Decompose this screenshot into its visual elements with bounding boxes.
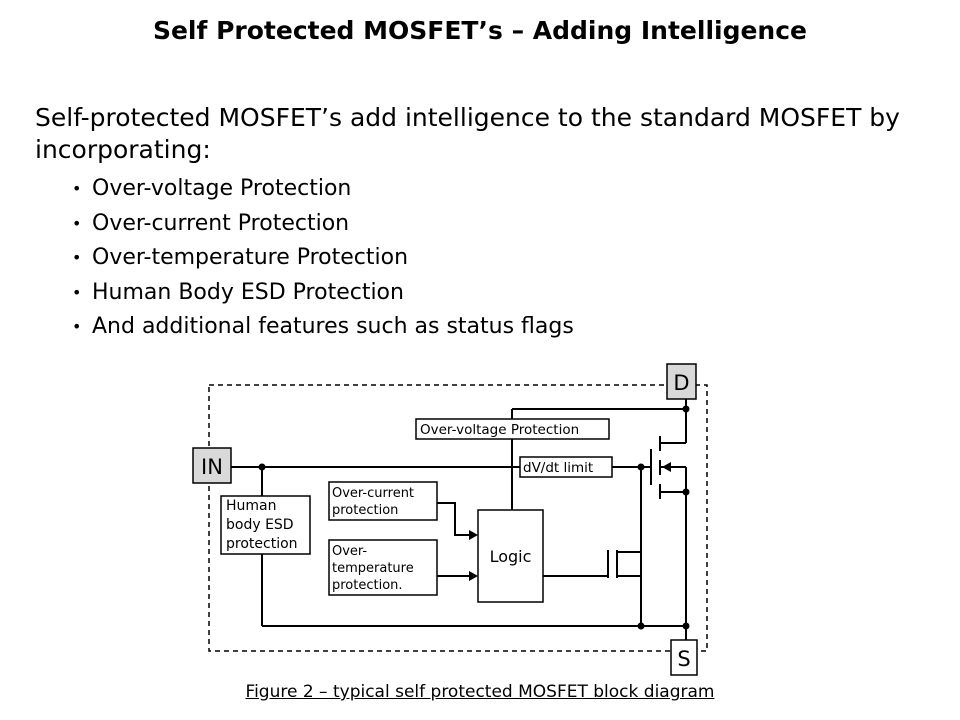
pin-input: IN	[192, 447, 232, 484]
esd-protection-block: Human body ESD protection	[220, 495, 311, 555]
overtemperature-protection-block: Over- temperature protection.	[328, 539, 438, 596]
overtemp-label-line: temperature	[332, 561, 414, 576]
dvdt-limit-block: dV/dt limit	[519, 456, 613, 478]
intro-text: Self-protected MOSFET’s add intelligence…	[35, 103, 900, 164]
logic-label: Logic	[490, 547, 532, 566]
arrow-right-icon	[469, 571, 478, 581]
logic-block: Logic	[477, 509, 544, 603]
overtemp-label-line: Over-	[332, 544, 367, 559]
wires	[231, 399, 687, 640]
junction-dots	[258, 405, 690, 630]
overcurrent-label-line: protection	[332, 503, 398, 518]
device-outline	[208, 384, 708, 652]
feature-item: Over-temperature Protection	[72, 243, 574, 278]
svg-text:Over- temperature: Over- temperature protection.	[332, 544, 418, 593]
dvdt-label: dV/dt limit	[523, 460, 593, 476]
slide-title: Self Protected MOSFET’s – Adding Intelli…	[152, 16, 808, 45]
esd-label-line: body ESD	[226, 517, 294, 533]
pin-drain: D	[666, 363, 697, 400]
overvoltage-protection-block: Over-voltage Protection	[415, 418, 610, 440]
pin-source: S	[670, 639, 698, 676]
feature-item: And additional features such as status f…	[72, 312, 574, 347]
feature-item: Over-voltage Protection	[72, 174, 574, 209]
feature-item: Human Body ESD Protection	[72, 278, 574, 313]
overcurrent-protection-block: Over-current protection	[328, 481, 438, 521]
feature-item: Over-current Protection	[72, 209, 574, 244]
arrow-right-icon	[469, 530, 478, 540]
feature-list: Over-voltage Protection Over-current Pro…	[72, 174, 574, 347]
pin-drain-label: D	[673, 371, 689, 395]
pin-input-label: IN	[201, 455, 223, 479]
svg-text:Over-current protection: Over-current protection	[332, 486, 418, 518]
esd-label-line: Human	[226, 498, 277, 514]
figure-caption: Figure 2 – typical self protected MOSFET…	[245, 682, 715, 702]
overtemp-label-line: protection.	[332, 578, 403, 593]
overcurrent-label-line: Over-current	[332, 486, 414, 501]
esd-label-line: protection	[226, 536, 298, 552]
pin-source-label: S	[677, 647, 690, 671]
svg-text:Human body ESD pro: Human body ESD protection	[226, 498, 298, 552]
mosfet-arrow-icon	[662, 462, 671, 472]
overvoltage-label: Over-voltage Protection	[420, 422, 579, 438]
